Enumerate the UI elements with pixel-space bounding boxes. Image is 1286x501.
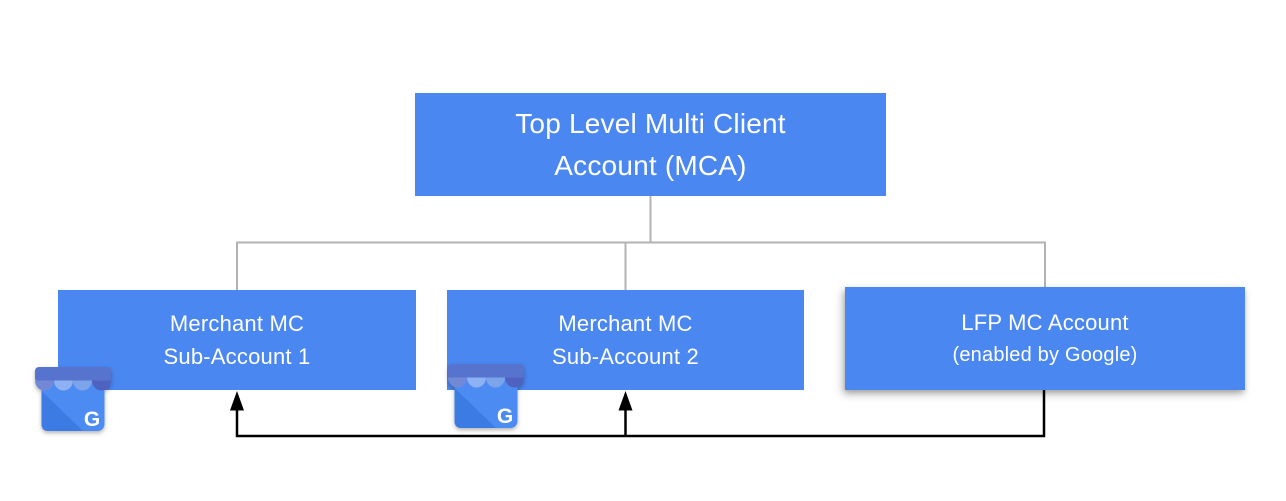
node-top-level-mca-label-line1: Top Level Multi Client xyxy=(515,107,786,139)
node-merchant-sub-account-2-label-line1: Merchant MC xyxy=(558,311,693,336)
google-my-business-icon xyxy=(35,367,111,431)
node-merchant-sub-account-1-label-line2: Sub-Account 1 xyxy=(163,344,311,369)
node-top-level-mca: Top Level Multi Client Account (MCA) xyxy=(415,93,886,196)
node-merchant-sub-account-2-label-line2: Sub-Account 2 xyxy=(552,344,699,369)
node-merchant-sub-account-1: Merchant MC Sub-Account 1 xyxy=(58,290,416,390)
node-merchant-sub-account-1-label-line1: Merchant MC xyxy=(169,311,305,336)
arrowhead-icon xyxy=(230,391,244,411)
arrowhead-icon xyxy=(618,391,633,411)
node-lfp-mc-account-label-line1: LFP MC Account xyxy=(961,309,1129,335)
lfp-feedback-line-main xyxy=(235,390,1046,438)
node-top-level-mca-label-line2: Account (MCA) xyxy=(554,149,747,181)
node-lfp-mc-account-label-line2: (enabled by Google) xyxy=(952,343,1138,366)
node-lfp-mc-account: LFP MC Account (enabled by Google) xyxy=(845,287,1245,390)
tree-connector-rail-and-outer-drops xyxy=(236,241,1046,290)
google-my-business-icon xyxy=(448,364,524,428)
